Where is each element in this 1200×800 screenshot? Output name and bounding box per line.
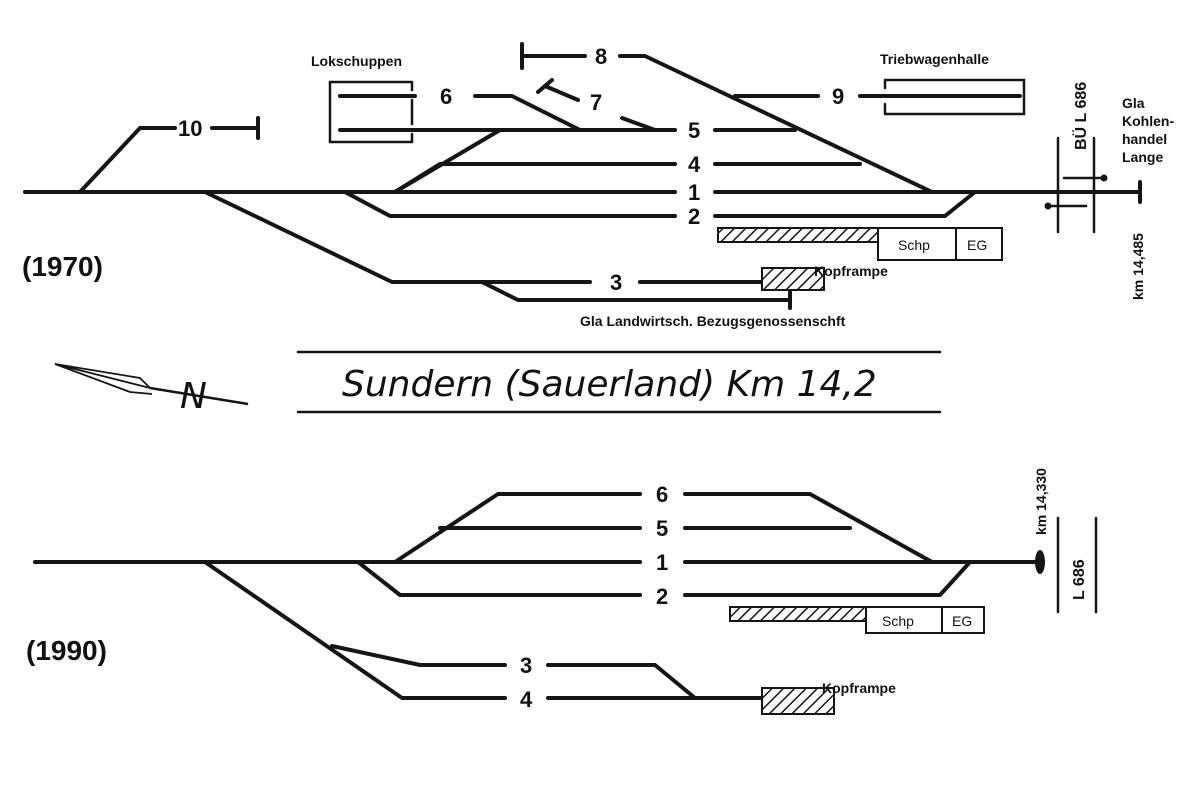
page-title: Sundern (Sauerland) Km 14,2 [342, 364, 877, 405]
gla-kohlen-line2: Kohlen- [1122, 113, 1174, 129]
track-1-label: 1 [688, 180, 700, 205]
km-label-1990: km 14,330 [1033, 468, 1049, 535]
track-6-line-1990 [393, 492, 934, 564]
plan-1970: 1 2 3 4 5 6 7 8 9 10 Lokschuppen Triebwa… [22, 42, 1174, 329]
track-10-label: 10 [178, 116, 202, 141]
gla-kohlen-line1: Gla [1122, 95, 1145, 111]
year-label-1990: (1990) [26, 635, 107, 666]
north-label: N [180, 376, 207, 417]
track-3-line [203, 190, 767, 284]
track-9-label: 9 [832, 84, 844, 109]
gla-landw-label: Gla Landwirtsch. Bezugsgenossenschft [580, 313, 846, 329]
track-7-line [543, 84, 657, 132]
eg-label-1970: EG [967, 237, 987, 253]
track-6-line [338, 94, 582, 132]
track-2-label-1990: 2 [656, 584, 668, 609]
eg-box-1990 [941, 606, 985, 634]
plan-1990: 1 2 3 4 5 6 km 14,330 L 686 Schp EG Kopf… [26, 468, 1098, 715]
schuppen-box-1990 [865, 606, 943, 634]
track-5-label-1990: 5 [656, 516, 668, 541]
track-10-line [78, 126, 260, 194]
platform-1990 [729, 606, 867, 622]
landw-siding [480, 280, 792, 302]
track-3-label: 3 [610, 270, 622, 295]
bue-label: BÜ L 686 [1071, 82, 1090, 150]
track-5-line [393, 128, 797, 194]
schuppen-label-1990: Schp [882, 613, 914, 629]
year-label-1970: (1970) [22, 251, 103, 282]
track-4-line [393, 162, 862, 194]
track-7-buffer [536, 78, 554, 94]
track-3-label-1990: 3 [520, 653, 532, 678]
track-1-label-1990: 1 [656, 550, 668, 575]
north-arrow-icon [54, 363, 249, 406]
platform-1970 [717, 227, 879, 243]
eg-box-1970 [955, 227, 1003, 261]
track-1-buffer-1990 [1035, 550, 1045, 574]
gla-kohlen-line3: handel [1122, 131, 1167, 147]
kopframpe-1970 [761, 267, 825, 291]
siding-south-buffer [1044, 202, 1052, 210]
schuppen-box-1970 [877, 227, 957, 261]
track-7-label: 7 [590, 90, 602, 115]
schuppen-label-1970: Schp [898, 237, 930, 253]
kohlen-buffer [1100, 174, 1108, 182]
track-8-label: 8 [595, 44, 607, 69]
track-2-line [343, 190, 977, 218]
triebwagenhalle-label: Triebwagenhalle [880, 51, 989, 67]
track-6-label-1990: 6 [656, 482, 668, 507]
km-label-1970: km 14,485 [1130, 233, 1146, 300]
track-5-label: 5 [688, 118, 700, 143]
track-2-line-1990 [356, 560, 972, 597]
gla-kohlen-line4: Lange [1122, 149, 1163, 165]
road-label-1990: L 686 [1071, 559, 1088, 600]
kopframpe-label-1990: Kopframpe [822, 680, 896, 696]
kopframpe-label-1970: Kopframpe [814, 263, 888, 279]
kopframpe-1990 [761, 687, 835, 715]
track-6-label: 6 [440, 84, 452, 109]
track-4-label: 4 [688, 152, 701, 177]
lokschuppen-building [328, 80, 414, 144]
eg-label-1990: EG [952, 613, 972, 629]
lokschuppen-label: Lokschuppen [311, 53, 402, 69]
title-band: Sundern (Sauerland) Km 14,2 N [54, 350, 942, 417]
track-3-line-1990 [330, 644, 697, 700]
track-2-label: 2 [688, 204, 700, 229]
triebwagenhalle-building [883, 78, 1026, 116]
track-8-line [520, 54, 934, 194]
track-4-label-1990: 4 [520, 687, 533, 712]
track-4-line-1990 [203, 560, 767, 700]
